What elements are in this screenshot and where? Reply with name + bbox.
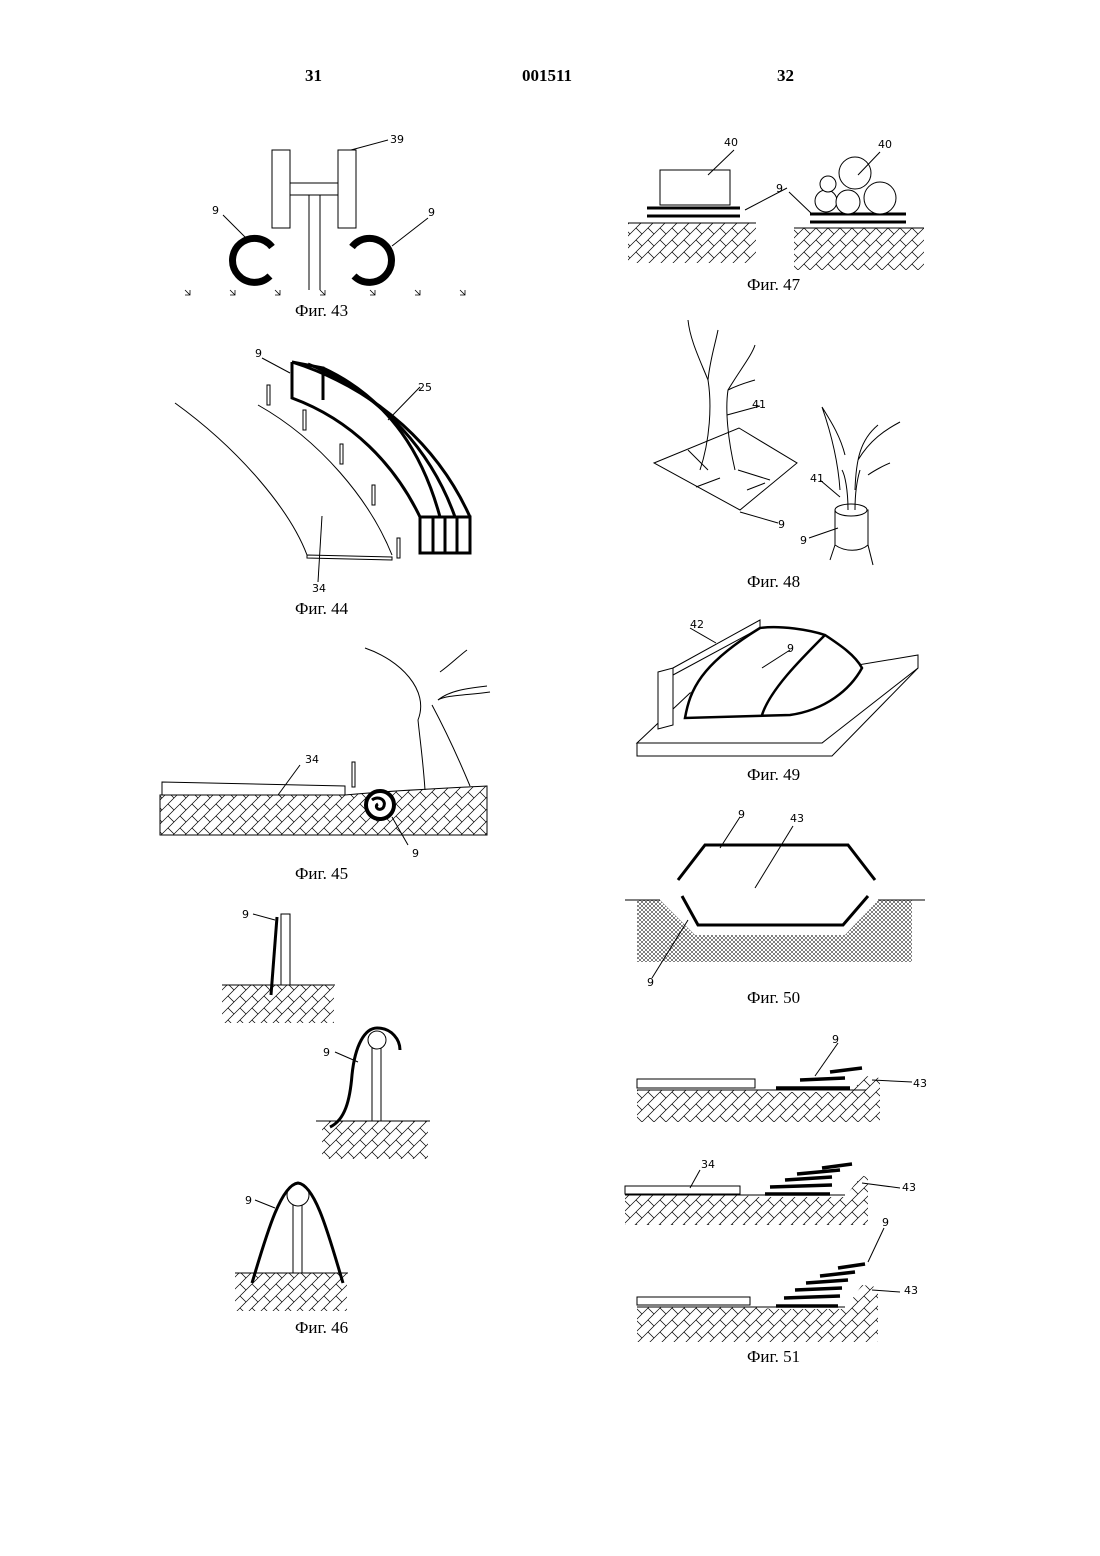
label-f49-42: 42 [690, 618, 704, 631]
label-f44-9: 9 [255, 347, 262, 360]
label-f45-34: 34 [305, 753, 319, 766]
label-f46-9-c: 9 [245, 1194, 252, 1207]
label-f46-9-b: 9 [323, 1046, 330, 1059]
label-f45-9: 9 [412, 847, 419, 860]
figure-46 [222, 914, 430, 1311]
label-f43-9-left: 9 [212, 204, 219, 217]
label-f48-9-a: 9 [778, 518, 785, 531]
label-f43-9-right: 9 [428, 206, 435, 219]
figure-51 [625, 1043, 912, 1342]
label-f47-9: 9 [776, 182, 783, 195]
label-f50-9-bottom: 9 [647, 976, 654, 989]
label-f51-9-a: 9 [832, 1033, 839, 1046]
label-f49-9: 9 [787, 642, 794, 655]
label-f47-40-left: 40 [724, 136, 738, 149]
label-f48-41-b: 41 [810, 472, 824, 485]
label-f43-39: 39 [390, 133, 404, 146]
figure-47 [628, 150, 924, 270]
label-f50-9-top: 9 [738, 808, 745, 821]
figure-50 [625, 817, 925, 978]
figure-48 [654, 320, 900, 565]
figure-43 [185, 140, 465, 295]
label-f51-43-c: 43 [904, 1284, 918, 1297]
figure-49 [637, 620, 918, 756]
label-f46-9-a: 9 [242, 908, 249, 921]
label-f51-34: 34 [701, 1158, 715, 1171]
label-f50-43: 43 [790, 812, 804, 825]
label-f51-43-a: 43 [913, 1077, 927, 1090]
label-f51-43-b: 43 [902, 1181, 916, 1194]
figure-45 [160, 648, 490, 845]
label-f51-9-b: 9 [882, 1216, 889, 1229]
label-f48-9-b: 9 [800, 534, 807, 547]
label-f47-40-right: 40 [878, 138, 892, 151]
label-f48-41-a: 41 [752, 398, 766, 411]
label-f44-25: 25 [418, 381, 432, 394]
label-f44-34: 34 [312, 582, 326, 595]
